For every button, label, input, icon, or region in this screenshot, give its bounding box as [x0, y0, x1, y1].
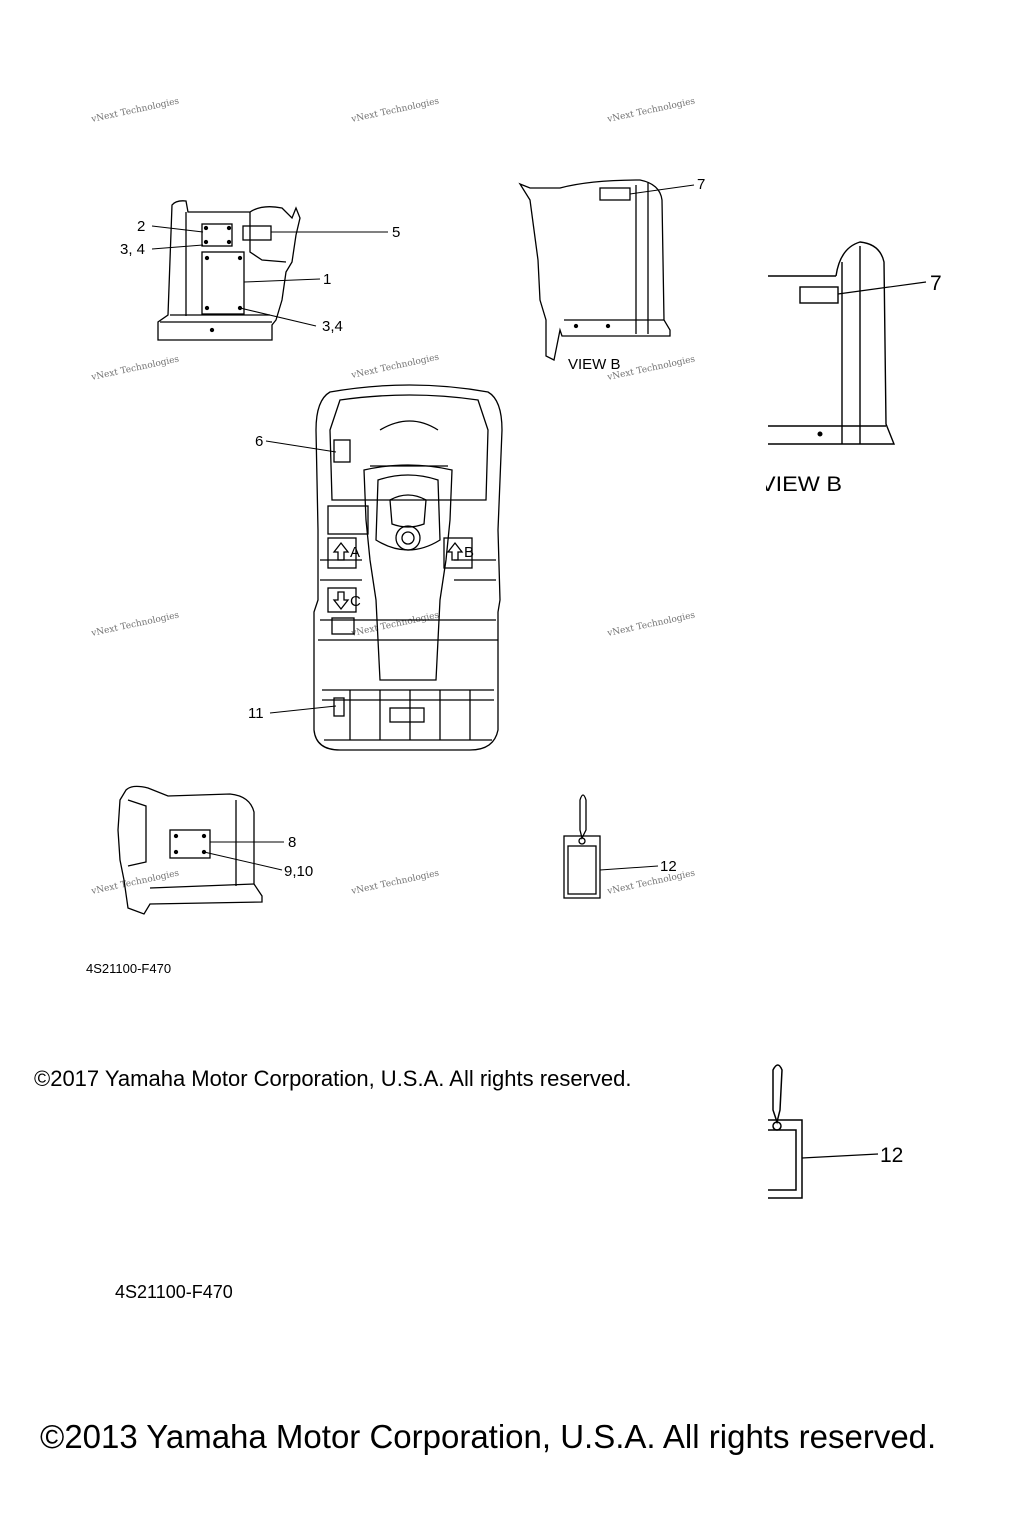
watermark: vNext Technologies [90, 96, 181, 125]
copyright-2013: ©2013 Yamaha Motor Corporation, U.S.A. A… [40, 1418, 937, 1455]
arrow-b-label: B [464, 544, 474, 561]
view-b-small-drawing [518, 179, 671, 361]
watermark: vNext Technologies [606, 96, 697, 125]
arrow-b-icon [446, 541, 464, 561]
watermark: vNext Technologies [606, 610, 697, 639]
watermark: vNext Technologies [606, 868, 697, 897]
callout-9-10: 9,10 [284, 863, 313, 880]
callout-1: 1 [323, 271, 331, 288]
rear-fender-side-view [117, 785, 263, 915]
label-8-plate [169, 829, 211, 859]
front-fender-side-view [157, 200, 301, 341]
part-code-large: 4S21100-F470 [115, 1282, 233, 1302]
watermark: vNext Technologies [350, 868, 441, 897]
callout-line-6 [265, 440, 337, 453]
hang-tag-large [768, 1064, 803, 1199]
callout-12-small: 12 [660, 858, 677, 875]
watermarks: vNext Technologies vNext Technologies vN… [90, 96, 697, 897]
callout-5: 5 [392, 224, 400, 241]
view-b-label-large: VIEW B [760, 473, 842, 496]
atv-top-view [313, 384, 503, 751]
crop-mask [740, 468, 766, 498]
part-code-small: 4S21100-F470 [86, 961, 172, 976]
watermark: vNext Technologies [90, 354, 181, 383]
callout-11: 11 [248, 705, 264, 722]
callout-3-4-bottom: 3,4 [322, 318, 343, 335]
callout-12-large: 12 [880, 1144, 903, 1167]
callout-7-large: 7 [930, 272, 942, 295]
arrow-a-label: A [350, 544, 360, 561]
copyright-2017: ©2017 Yamaha Motor Corporation, U.S.A. A… [34, 1066, 632, 1091]
callout-3-4-top: 3, 4 [120, 241, 145, 258]
callout-6: 6 [255, 433, 263, 450]
watermark: vNext Technologies [350, 352, 441, 381]
callout-line-7-small [629, 184, 695, 195]
watermark: vNext Technologies [350, 610, 441, 639]
hang-tag-small [563, 794, 601, 899]
callout-7-small: 7 [697, 176, 705, 193]
callout-2: 2 [137, 218, 145, 235]
callout-8: 8 [288, 834, 296, 851]
arrow-c-icon [332, 591, 350, 611]
label-5-plate [242, 225, 272, 241]
callout-line-7-large [837, 281, 927, 295]
callout-line-12-small [599, 865, 659, 871]
label-7-plate-large [799, 286, 839, 304]
label-2-plate [201, 223, 233, 247]
view-b-label-small: VIEW B [568, 356, 621, 373]
label-11-plate [333, 697, 345, 717]
arrow-c-label: C [350, 593, 361, 610]
watermark: vNext Technologies [90, 610, 181, 639]
view-b-large-drawing [768, 241, 896, 445]
callout-line-9-10 [203, 851, 283, 871]
watermark: vNext Technologies [90, 868, 181, 897]
label-1-plate [201, 251, 245, 315]
callout-lines-top-left [151, 225, 388, 327]
label-7-plate-small [599, 187, 631, 201]
label-6-plate [333, 439, 351, 463]
callout-line-11 [269, 705, 337, 714]
watermark: vNext Technologies [350, 96, 441, 125]
arrow-a-icon [332, 541, 350, 561]
callout-line-12-large [801, 1153, 879, 1159]
